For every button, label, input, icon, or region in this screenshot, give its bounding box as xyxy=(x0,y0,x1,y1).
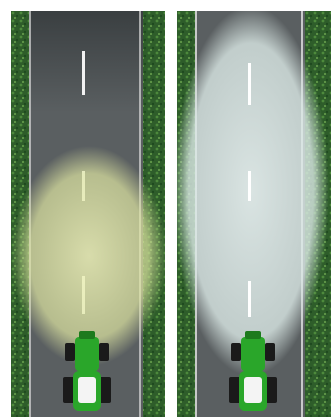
low-beam-scene xyxy=(11,11,165,417)
high-beam-illustration xyxy=(177,11,331,417)
high-beam-scene xyxy=(177,11,331,417)
low-beam-illustration xyxy=(11,11,165,417)
high-beam-light-pool xyxy=(177,11,329,376)
